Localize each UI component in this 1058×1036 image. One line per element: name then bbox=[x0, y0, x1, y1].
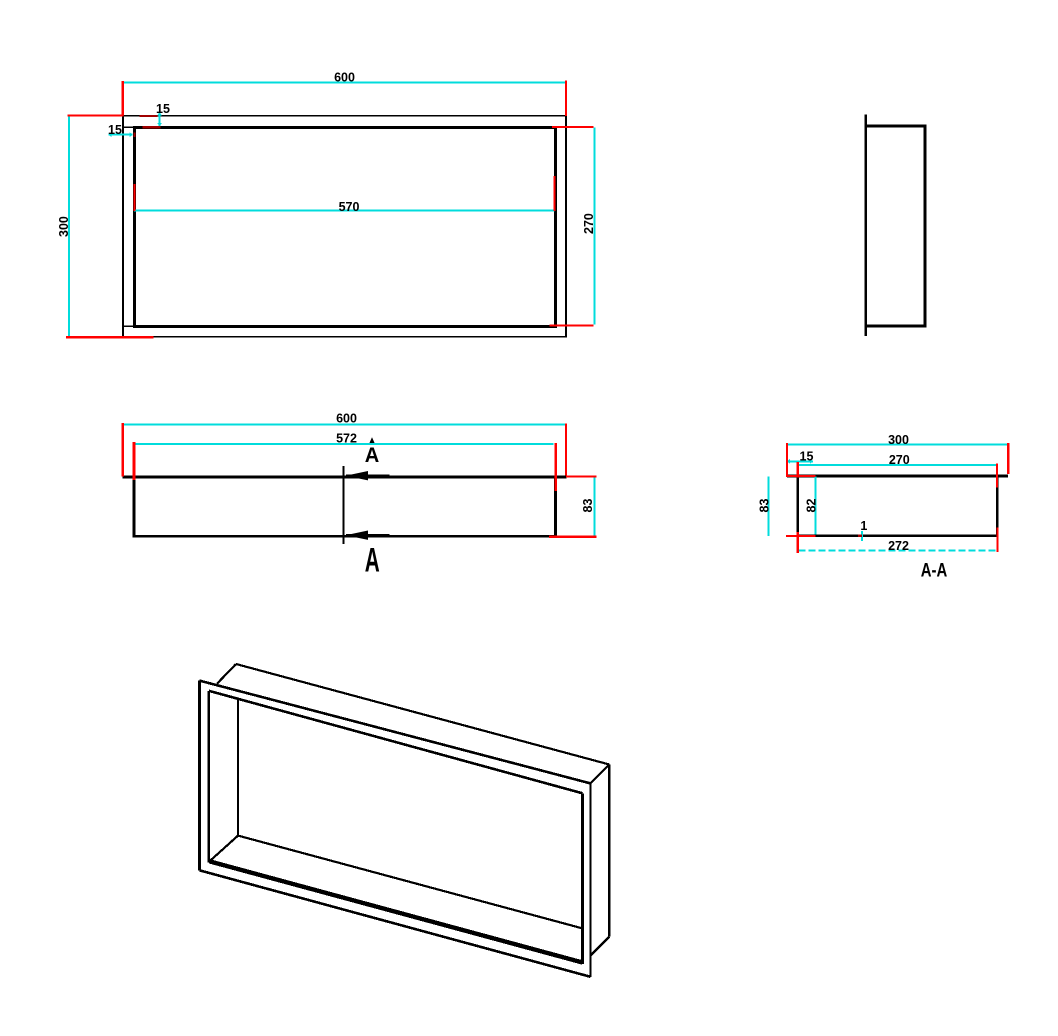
svg-text:A-A: A-A bbox=[921, 561, 948, 582]
svg-text:1: 1 bbox=[860, 519, 867, 533]
svg-text:570: 570 bbox=[339, 200, 360, 214]
svg-text:15: 15 bbox=[800, 449, 814, 463]
svg-text:83: 83 bbox=[581, 499, 595, 513]
svg-text:A: A bbox=[365, 443, 380, 467]
svg-text:15: 15 bbox=[156, 102, 170, 116]
svg-text:300: 300 bbox=[57, 216, 71, 237]
svg-text:600: 600 bbox=[334, 71, 355, 85]
svg-text:572: 572 bbox=[336, 431, 357, 445]
svg-text:300: 300 bbox=[888, 433, 909, 447]
svg-text:83: 83 bbox=[757, 499, 771, 513]
svg-text:270: 270 bbox=[889, 453, 910, 467]
svg-text:272: 272 bbox=[888, 539, 909, 553]
svg-text:A: A bbox=[365, 541, 380, 579]
svg-text:82: 82 bbox=[804, 499, 818, 513]
svg-text:600: 600 bbox=[336, 412, 357, 426]
svg-text:15: 15 bbox=[108, 123, 122, 137]
svg-text:270: 270 bbox=[582, 213, 596, 234]
